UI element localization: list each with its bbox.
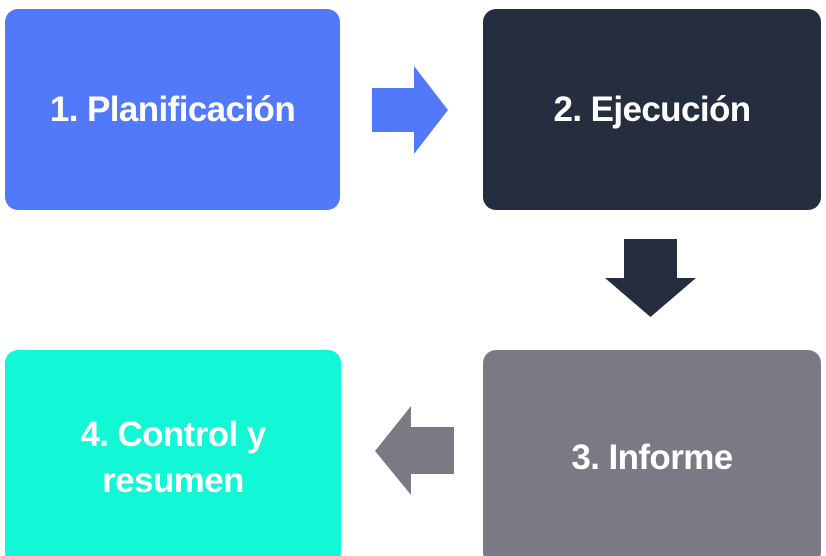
process-node-label: 1. Planificación [49,89,296,129]
process-node-label: 2. Ejecución [553,89,751,129]
process-node-label: 3. Informe [571,437,733,477]
arrow-right-icon [372,66,448,154]
arrow-down-icon [605,239,696,317]
process-node-informe[interactable]: 3. Informe [483,350,821,556]
process-node-planificacion[interactable]: 1. Planificación [5,9,340,210]
process-node-label: 4. Control y resumen [80,414,266,500]
arrow-left-icon [375,406,454,495]
process-node-ejecucion[interactable]: 2. Ejecución [483,9,821,210]
process-node-control-y-resumen[interactable]: 4. Control y resumen [5,350,341,556]
